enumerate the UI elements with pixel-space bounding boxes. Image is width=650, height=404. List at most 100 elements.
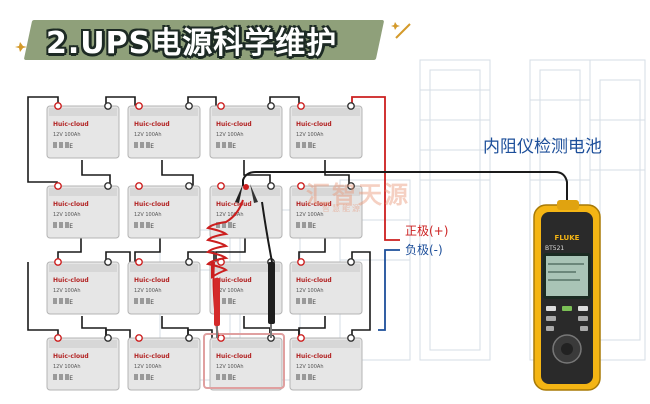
black-probe-wire: [261, 201, 273, 263]
battery-positive-terminal: [54, 334, 62, 342]
battery-brand: Huic-cloud: [134, 201, 170, 208]
battery-ce-mark: CE: [65, 143, 73, 150]
battery-warning-icon: [59, 222, 63, 228]
battery-positive-terminal: [135, 182, 143, 190]
battery-spec: 12V 100Ah: [134, 212, 162, 218]
battery-positive-terminal: [135, 334, 143, 342]
battery-lid: [49, 264, 117, 272]
battery-brand: Huic-cloud: [296, 201, 332, 208]
battery-warning-icon: [146, 374, 150, 380]
battery-unit: Huic-cloud 12V 100AhCE: [127, 182, 201, 239]
battery-negative-terminal: [267, 102, 275, 110]
battery-warning-icon: [65, 142, 69, 148]
battery-brand: Huic-cloud: [296, 277, 332, 284]
battery-warning-icon: [308, 298, 312, 304]
battery-warning-icon: [134, 222, 138, 228]
battery-brand: Huic-cloud: [53, 353, 89, 360]
battery-negative-terminal: [104, 334, 112, 342]
battery-negative-terminal: [104, 102, 112, 110]
red-probe-coil: [205, 199, 244, 279]
battery-warning-icon: [146, 298, 150, 304]
battery-negative-terminal: [347, 258, 355, 266]
battery-ce-mark: CE: [308, 223, 316, 230]
battery-positive-terminal: [54, 258, 62, 266]
battery-ce-mark: CE: [228, 299, 236, 306]
battery-negative-terminal: [347, 102, 355, 110]
battery-spec: 12V 100Ah: [134, 288, 162, 294]
battery-brand: Huic-cloud: [296, 121, 332, 128]
battery-ce-mark: CE: [228, 223, 236, 230]
battery-warning-icon: [140, 374, 144, 380]
battery-spec: 12V 100Ah: [216, 132, 244, 138]
battery-ce-mark: CE: [146, 143, 154, 150]
sparkle-dash: [395, 23, 411, 39]
battery-brand: Huic-cloud: [53, 277, 89, 284]
battery-positive-terminal: [217, 334, 225, 342]
battery-warning-icon: [228, 298, 232, 304]
battery-warning-icon: [222, 298, 226, 304]
battery-warning-icon: [216, 222, 220, 228]
tester-lead-cable: [242, 171, 568, 205]
battery-negative-terminal: [185, 102, 193, 110]
battery-warning-icon: [140, 142, 144, 148]
battery-spec: 12V 100Ah: [53, 132, 81, 138]
battery-positive-terminal: [54, 102, 62, 110]
battery-lid: [130, 108, 198, 116]
battery-spec: 12V 100Ah: [134, 364, 162, 370]
battery-spec: 12V 100Ah: [296, 212, 324, 218]
battery-spec: 12V 100Ah: [216, 212, 244, 218]
battery-lid: [130, 188, 198, 196]
battery-brand: Huic-cloud: [216, 353, 252, 360]
red-probe: [214, 278, 220, 338]
battery-ce-mark: CE: [65, 299, 73, 306]
battery-lid: [49, 108, 117, 116]
battery-ce-mark: CE: [308, 299, 316, 306]
battery-warning-icon: [296, 222, 300, 228]
battery-warning-icon: [65, 374, 69, 380]
tester-label: 内阻仪检测电池: [483, 137, 602, 157]
battery-ce-mark: CE: [146, 223, 154, 230]
battery-spec: 12V 100Ah: [296, 132, 324, 138]
battery-ce-mark: CE: [228, 143, 236, 150]
battery-lid: [212, 108, 280, 116]
battery-warning-icon: [134, 298, 138, 304]
battery-warning-icon: [222, 142, 226, 148]
battery-warning-icon: [228, 374, 232, 380]
battery-ce-mark: CE: [228, 375, 236, 382]
battery-negative-terminal: [347, 182, 355, 190]
battery-negative-terminal: [267, 182, 275, 190]
battery-warning-icon: [296, 142, 300, 148]
battery-lid: [212, 264, 280, 272]
page-title: 2.UPS电源科学维护: [46, 26, 338, 61]
battery-positive-terminal: [297, 102, 305, 110]
battery-warning-icon: [296, 298, 300, 304]
battery-positive-terminal: [54, 182, 62, 190]
series-link-wires: [27, 96, 371, 338]
main-positive-wire: [351, 96, 400, 241]
battery-warning-icon: [53, 374, 57, 380]
battery-lid: [212, 188, 280, 196]
battery-ce-mark: CE: [146, 299, 154, 306]
battery-brand: Huic-cloud: [134, 277, 170, 284]
battery-positive-terminal: [297, 258, 305, 266]
battery-spec: 12V 100Ah: [296, 364, 324, 370]
battery-negative-terminal: [347, 334, 355, 342]
watermark-sub: 智慧能源: [322, 204, 362, 213]
tested-battery-highlight: [203, 333, 285, 389]
tester-model: BT521: [545, 245, 564, 252]
battery-brand: Huic-cloud: [134, 353, 170, 360]
battery-warning-icon: [140, 298, 144, 304]
battery-brand: Huic-cloud: [296, 353, 332, 360]
battery-ce-mark: CE: [65, 223, 73, 230]
battery-warning-icon: [59, 142, 63, 148]
battery-warning-icon: [228, 222, 232, 228]
battery-unit: Huic-cloud 12V 100AhCE: [127, 258, 201, 315]
battery-warning-icon: [140, 222, 144, 228]
